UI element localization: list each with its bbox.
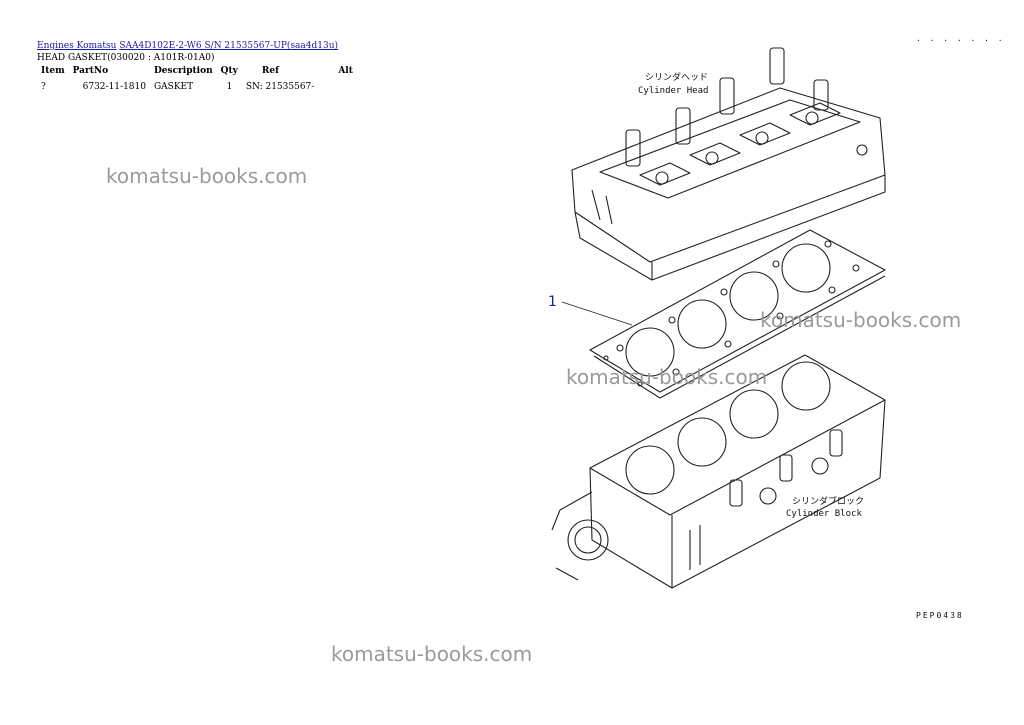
col-description: Description: [153, 66, 213, 76]
cell-partno: 6732-11-1810: [82, 82, 146, 92]
watermark: komatsu-books.com: [566, 365, 768, 389]
cell-description: GASKET: [153, 82, 194, 92]
watermark: komatsu-books.com: [760, 308, 962, 332]
callout-number: 1: [548, 294, 557, 310]
col-partno: PartNo: [72, 66, 109, 76]
breadcrumb: Engines Komatsu SAA4D102E-2-W6 S/N 21535…: [37, 41, 338, 51]
cylinder-head-drawing: [571, 47, 886, 281]
watermark: komatsu-books.com: [106, 164, 308, 188]
cylinder-block-label-en: Cylinder Block: [786, 509, 862, 519]
cell-item: ?: [41, 82, 46, 92]
col-qty: Qty: [220, 66, 238, 76]
col-alt: Alt: [338, 66, 353, 76]
table-row: ? 6732-11-1810 GASKET 1 SN: 21535567-: [37, 80, 357, 94]
col-ref: Ref: [261, 66, 279, 76]
cylinder-block-drawing: [551, 354, 886, 589]
breadcrumb-link-model[interactable]: SAA4D102E-2-W6 S/N 21535567-UP(saa4d13u): [119, 41, 339, 51]
watermark: komatsu-books.com: [331, 642, 533, 666]
cylinder-head-label-jp: シリンダヘッド: [645, 71, 708, 83]
cylinder-block-label-jp: シリンダブロック: [792, 495, 864, 507]
breadcrumb-link-engines[interactable]: Engines Komatsu: [37, 41, 117, 51]
figure-code: PEP0438: [916, 611, 964, 620]
corner-code: . . . . . . .: [916, 34, 1005, 43]
cell-qty: 1: [226, 82, 233, 92]
table-header-row: Item PartNo Description Qty Ref Alt: [37, 65, 357, 80]
page-subtitle: HEAD GASKET(030020 : A101R-01A0): [37, 53, 215, 63]
col-item: Item: [41, 66, 65, 76]
head-gasket-drawing: [589, 229, 886, 399]
callout-leader-line: [561, 301, 633, 326]
parts-table: Item PartNo Description Qty Ref Alt ? 67…: [37, 65, 357, 94]
cylinder-head-label-en: Cylinder Head: [638, 86, 708, 96]
cell-ref: SN: 21535567-: [245, 82, 315, 92]
